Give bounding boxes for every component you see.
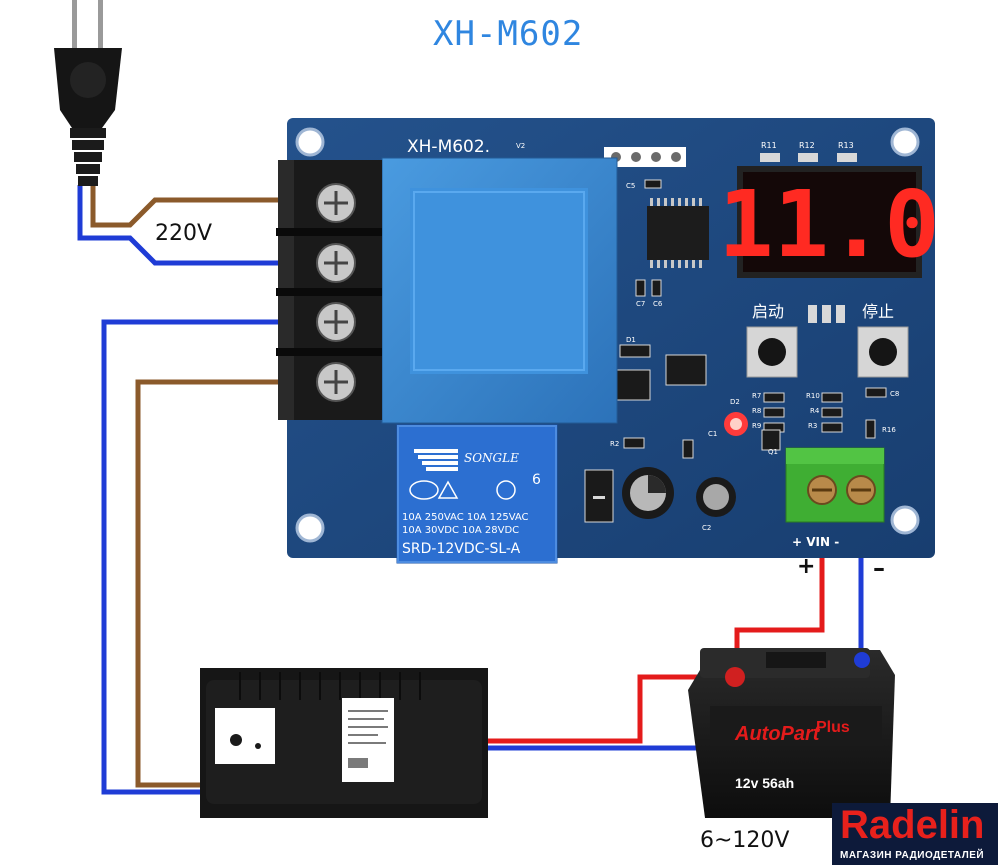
minus-sign: – [873, 554, 885, 582]
q1-label: Q1 [768, 448, 778, 456]
battery-series: Plus [816, 719, 850, 736]
vin-terminal-label: + VIN - [792, 535, 839, 549]
c1-label: C1 [708, 430, 717, 438]
svg-text:6: 6 [532, 472, 541, 488]
r13-label: R13 [838, 141, 854, 150]
relay-rating-line-1: 10A 250VAC 10A 125VAC [402, 512, 529, 523]
start-button[interactable]: 启动 [746, 302, 798, 378]
watermark-tagline: МАГАЗИН РАДИОДЕТАЛЕЙ [840, 850, 985, 861]
vin-terminal [785, 447, 885, 523]
c8-label: C8 [890, 390, 899, 398]
battery-negative-terminal-icon [854, 652, 870, 668]
battery-brand: AutoPart [734, 723, 821, 745]
battery: AutoPart Plus 12v 56ah [688, 648, 895, 818]
stop-button-label: 停止 [862, 302, 894, 321]
radelin-watermark-logo: Radelin МАГАЗИН РАДИОДЕТАЛЕЙ [832, 803, 998, 865]
r4-label: R4 [810, 407, 820, 415]
r12-label: R12 [799, 141, 815, 150]
seven-segment-display: 11.0 [718, 166, 940, 278]
display-value: 11.0 [718, 171, 940, 278]
transformer [381, 157, 618, 424]
c7-label: C7 [636, 300, 645, 308]
r7-label: R7 [752, 392, 761, 400]
mains-voltage-label: 220V [155, 221, 213, 246]
r9-label: R9 [752, 422, 761, 430]
stop-button[interactable]: 停止 [857, 302, 909, 378]
r2-label: R2 [610, 440, 619, 448]
r10-label: R10 [806, 392, 820, 400]
battery-spec: 12v 56ah [735, 775, 794, 791]
charger [200, 668, 488, 818]
board-model-label: XH-M602. [407, 137, 490, 157]
mains-wires [77, 185, 300, 266]
watermark-name: Radelin [840, 803, 985, 847]
board-version-label: V2 [516, 142, 525, 150]
relay-brand: SONGLE [464, 451, 519, 465]
battery-voltage-label: 6~120V [700, 828, 790, 853]
r3-label: R3 [808, 422, 817, 430]
c6-label: C6 [653, 300, 663, 308]
button-resistors [808, 305, 845, 323]
r11-label: R11 [761, 141, 777, 150]
relay-rating-line-2: 10A 30VDC 10A 28VDC [402, 525, 519, 536]
start-button-label: 启动 [752, 302, 784, 321]
r8-label: R8 [752, 407, 761, 415]
charger-input-wires [101, 319, 300, 795]
c5-label: C5 [626, 182, 635, 190]
d1-label: D1 [626, 336, 636, 344]
mains-plug [54, 0, 122, 186]
d2-label: D2 [730, 398, 740, 406]
mains-terminal-block [276, 160, 382, 420]
c2-label: C2 [702, 524, 711, 532]
plus-sign: + [797, 554, 816, 579]
certification-marks-icon [409, 480, 516, 500]
relay-model: SRD-12VDC-SL-A [402, 541, 521, 557]
relay: SONGLE 6 10A 250VAC 10A 125VAC 10A 30VDC… [396, 424, 558, 564]
battery-positive-terminal-icon [725, 667, 745, 687]
songle-logo-icon [414, 449, 458, 471]
page-title: XH-M602 [433, 14, 584, 54]
r16-label: R16 [882, 426, 896, 434]
